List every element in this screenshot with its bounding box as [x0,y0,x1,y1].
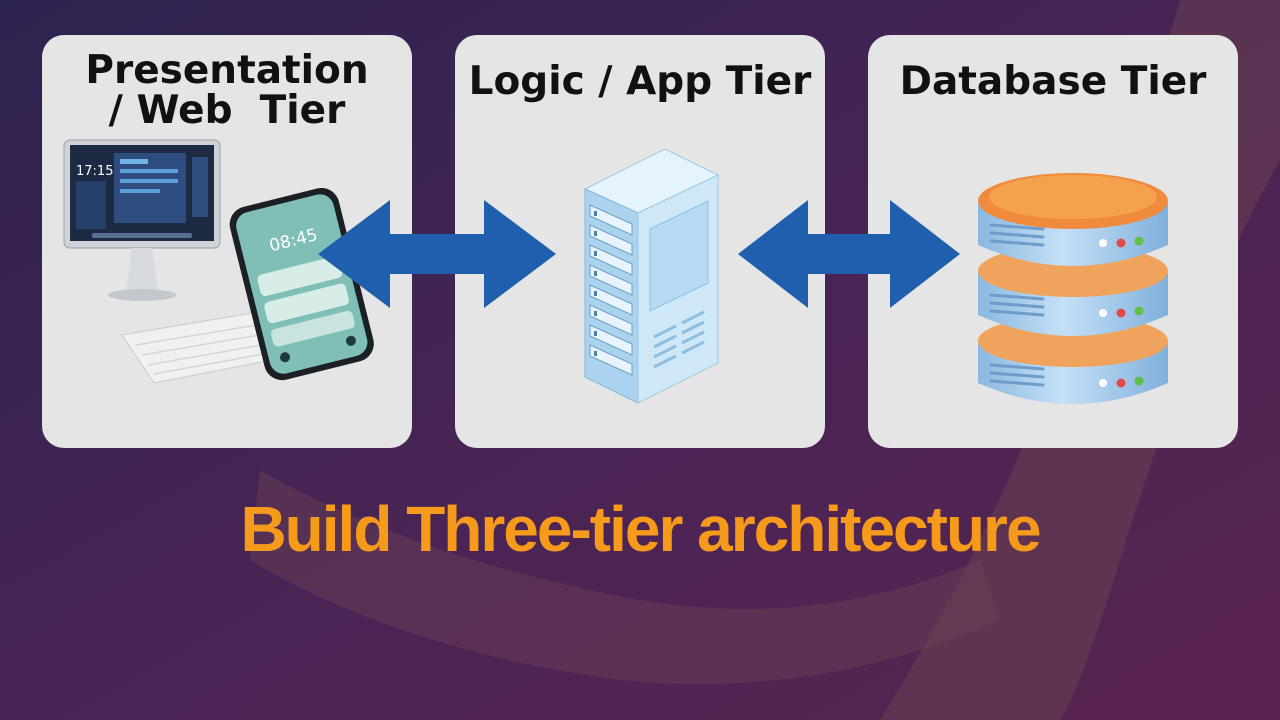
presentation-tier-card: Presentation / Web Tier 17:15 08:45 [42,35,412,448]
server-rack-icon [583,148,720,404]
computer-and-phone-icon: 17:15 08:45 [63,139,374,384]
banner-title: Build Three-tier architecture [240,493,1041,565]
database-tier-title: Database Tier [899,59,1207,104]
double-arrow-icon [738,200,960,308]
database-tier-card: Database Tier [868,35,1238,448]
logic-tier-title: Logic / App Tier [468,59,812,104]
monitor-clock: 17:15 [76,164,113,179]
presentation-tier-title: Presentation / Web Tier [85,48,369,133]
database-stack-icon [978,173,1168,404]
double-arrow-icon [318,200,556,308]
